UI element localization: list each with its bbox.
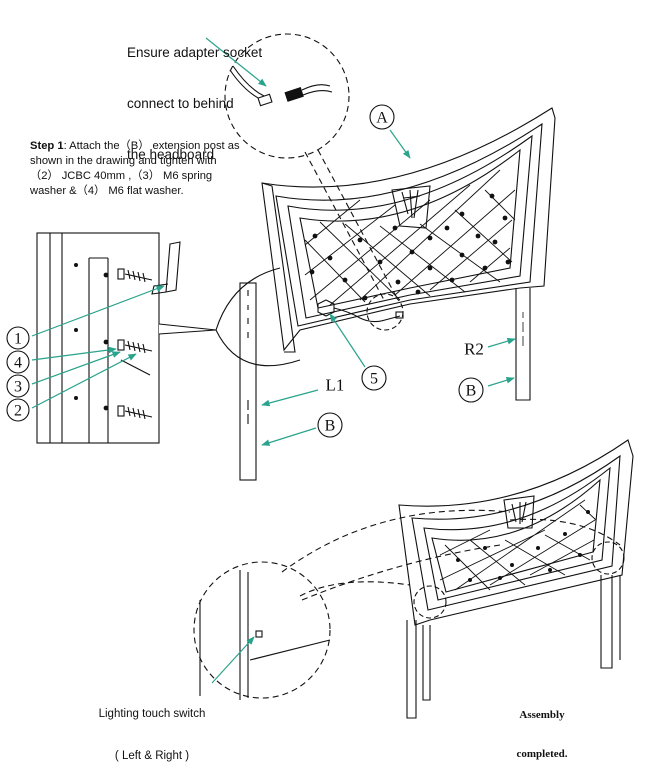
step-label: Step 1 [30,140,64,152]
arrow-5 [329,313,366,368]
label-2: 2 [14,403,22,420]
label-1: 1 [14,331,22,348]
arrow-A [389,129,411,159]
label-5-circle [361,365,387,391]
label-A-circle [369,104,395,130]
headboard-bottom [398,439,634,719]
arrow-B-left [261,427,317,446]
label-R2: R2 [464,340,484,359]
label-B-left: B [325,418,336,435]
label-4: 4 [14,355,22,372]
arrow-L1 [261,389,319,407]
arrow-B-right [487,377,515,387]
adapter-note-line1: Ensure adapter socket [127,45,263,60]
label-B-left-circle [317,412,343,438]
adapter-note-line2: connect to behind [127,96,234,111]
label-B-right-circle [458,377,484,403]
headboard-top [261,107,556,401]
assembly-completed-note: Assembly completed. [510,683,574,774]
label-L1: L1 [326,376,345,395]
arrow-switch [211,636,255,684]
step-1-instruction: Step 1: Attach the（B） extension post as … [30,139,245,199]
label-1-circle [6,326,30,350]
adapter-note-line3: the headboard [127,147,215,162]
arrow-1 [31,285,165,337]
done-line2: completed. [516,748,568,760]
switch-note-line2: ( Left & Right ) [114,750,190,762]
switch-note: Lighting touch switch ( Left & Right ) [82,679,222,777]
switch-note-line1: Lighting touch switch [98,708,206,720]
arrow-4 [31,346,117,361]
label-5: 5 [370,371,378,388]
label-2-circle [6,398,30,422]
adapter-arrow [205,37,267,87]
diagram-drawing: A 1 4 3 2 5 B B L1 R2 [6,33,634,719]
leg-L1 [239,282,257,481]
arrow-R2 [487,337,516,348]
adapter-plug [229,65,333,107]
adapter-note: Ensure adapter socket connect to behind … [127,10,262,180]
adapter-zoom-circle [224,33,350,159]
post-detail-box [36,232,181,444]
step-text: : Attach the（B） extension post as shown … [30,140,240,197]
label-B-right: B [466,383,477,400]
label-A: A [376,110,388,127]
label-4-circle [6,350,30,374]
assembly-diagram: A 1 4 3 2 5 B B L1 R2 Ensure adapter soc… [6,10,634,762]
done-line1: Assembly [519,709,565,721]
switch-zoom-circle [193,561,331,699]
arrow-3 [31,351,121,385]
label-3-circle [6,374,30,398]
label-3: 3 [14,379,22,396]
arrow-2 [31,353,137,409]
